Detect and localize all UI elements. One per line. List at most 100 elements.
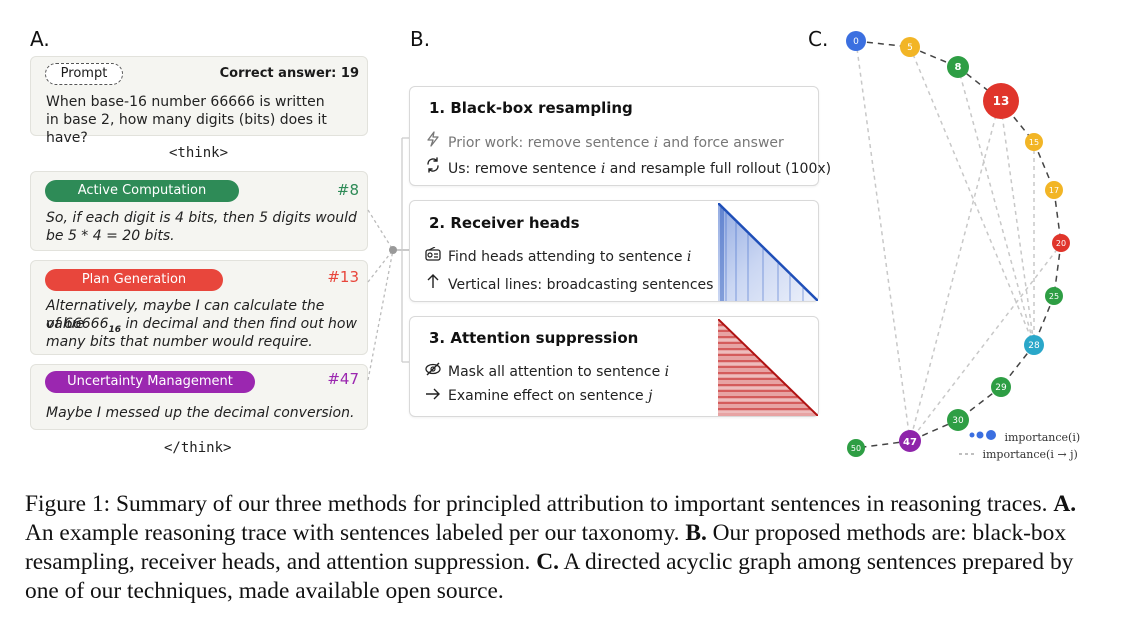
prompt-card: Prompt Correct answer: 19 When base-16 n… [30,56,368,146]
method-3-title: 3. Attention suppression [429,329,639,347]
resample-icon [424,157,442,177]
svg-text:13: 13 [993,94,1010,108]
prompt-text-line1: When base-16 number 66666 is written [46,94,325,110]
sentence-id-13: #13 [327,268,359,286]
method-1-line2: Us: remove sentence i and resample full … [424,157,831,177]
method-card-attention-suppression: 3. Attention suppression Mask all attent… [409,316,819,417]
caption-c-text: A directed acyclic graph among sentences… [25,549,1074,604]
graph-node-5: 5 [900,37,920,57]
legend-node-importance: importance(i) [968,428,1080,446]
method-1-line1-pre: Prior work: remove sentence [448,135,654,151]
method-card-receiver-heads: 2. Receiver heads Find heads attending t… [409,200,819,302]
method-3-line1-var: i [664,364,670,380]
category-badge-plan-generation: Plan Generation [45,269,223,291]
mask-icon [424,362,442,380]
method-3-line2-pre: Examine effect on sentence [448,388,649,404]
graph-node-13: 13 [983,83,1019,119]
sentence-13-line2: of 6666616 in decimal and then find out … [46,315,357,339]
caption-a-text: An example reasoning trace with sentence… [25,520,680,546]
lightning-icon [424,131,442,151]
category-badge-active-computation: Active Computation [45,180,239,202]
svg-text:29: 29 [995,383,1007,393]
graph-node-0: 0 [846,31,866,51]
sentence-13-line2b: in decimal and then find out how [121,316,357,332]
figure-caption: Figure 1: Summary of our three methods f… [25,490,1100,606]
legend-edge-importance: importance(i → j) [958,445,1078,463]
prompt-text-line2: in base 2, how many digits (bits) does i… [46,112,327,146]
svg-text:50: 50 [851,444,861,453]
arrow-right-icon [424,388,442,404]
graph-node-17: 17 [1045,181,1063,199]
arrow-up-icon [424,273,442,293]
method-2-line1-var: i [686,249,692,265]
graph-node-20: 20 [1052,234,1070,252]
method-3-line1-pre: Mask all attention to sentence [448,364,665,380]
sentence-card-47: Uncertainty Management #47 Maybe I messe… [30,364,368,430]
think-open-tag: <think> [169,145,229,161]
sentence-card-8: Active Computation #8 So, if each digit … [30,171,368,251]
method-2-line1-pre: Find heads attending to sentence [448,249,687,265]
attention-suppression-heatmap [718,319,818,416]
think-close-tag: </think> [164,440,232,456]
graph-node-25: 25 [1045,287,1063,305]
legend-dash-icon [958,445,978,463]
method-1-line2-var: i [600,161,606,177]
svg-text:47: 47 [903,437,917,448]
legend-dots-icon [968,428,1000,446]
method-2-line1: Find heads attending to sentence i [424,246,692,265]
method-card-black-box: 1. Black-box resampling Prior work: remo… [409,86,831,186]
legend-edge-text: importance(i → j) [982,448,1078,462]
svg-text:0: 0 [853,37,859,47]
caption-c-label: C. [536,549,559,575]
graph-node-8: 8 [947,56,969,78]
panel-b-label: B. [410,27,431,51]
method-1-line2-post: and resample full rollout (100x) [605,161,832,177]
graph-node-47: 47 [899,430,921,452]
sentence-13-line3: many bits that number would require. [46,334,313,350]
svg-text:15: 15 [1029,138,1039,147]
method-1-line1-post: and force answer [658,135,784,151]
method-1-line2-pre: Us: remove sentence [448,161,601,177]
panel-c-label: C. [808,27,829,51]
graph-node-30: 30 [947,409,969,431]
sentence-id-8: #8 [336,181,359,199]
sentence-8-line1: So, if each digit is 4 bits, then 5 digi… [46,210,357,226]
graph-node-29: 29 [991,377,1011,397]
caption-b-label: B. [685,520,707,546]
method-3-line1: Mask all attention to sentence i [424,362,669,380]
sentence-8-line2: be 5 * 4 = 20 bits. [46,228,175,244]
caption-figure-text: Figure 1: Summary of our three methods f… [25,491,1048,517]
panel-a-label: A. [30,27,50,51]
receiver-heads-heatmap [718,203,818,301]
svg-text:5: 5 [907,43,913,53]
svg-text:8: 8 [955,62,962,73]
caption-b-text: Our proposed methods are: black-box resa… [25,520,1067,575]
legend-node-text: importance(i) [1004,431,1081,445]
a-to-b-connectors [367,137,411,381]
method-2-title: 2. Receiver heads [429,214,580,232]
sentence-13-line1: Alternatively, maybe I can calculate the… [46,298,325,332]
sentence-13-line2a: of 66666 [46,316,109,332]
caption-a-label: A. [1053,491,1077,517]
svg-text:25: 25 [1049,292,1059,301]
sentence-dag-graph: 0 5 8 13 15 17 20 25 28 29 30 47 50 [846,31,1070,457]
method-3-line2: Examine effect on sentence j [424,388,652,404]
prompt-badge: Prompt [45,63,123,85]
graph-node-50: 50 [847,439,865,457]
svg-text:30: 30 [952,416,964,426]
sentence-id-47: #47 [327,370,359,388]
svg-text:17: 17 [1049,186,1059,195]
graph-node-15: 15 [1025,133,1043,151]
method-2-line2-text: Vertical lines: broadcasting sentences [448,277,714,293]
base-subscript: 16 [108,324,122,335]
method-3-line2-var: j [648,388,653,404]
category-badge-uncertainty-management: Uncertainty Management [45,371,255,393]
sentence-card-13: Plan Generation #13 Alternatively, maybe… [30,260,368,355]
method-2-line2: Vertical lines: broadcasting sentences [424,273,713,293]
correct-answer: Correct answer: 19 [219,66,359,81]
method-1-line1-var: i [653,135,659,151]
method-1-line1: Prior work: remove sentence i and force … [424,131,784,151]
radio-icon [424,246,442,265]
graph-node-28: 28 [1024,335,1044,355]
sentence-47-line1: Maybe I messed up the decimal conversion… [46,405,355,421]
